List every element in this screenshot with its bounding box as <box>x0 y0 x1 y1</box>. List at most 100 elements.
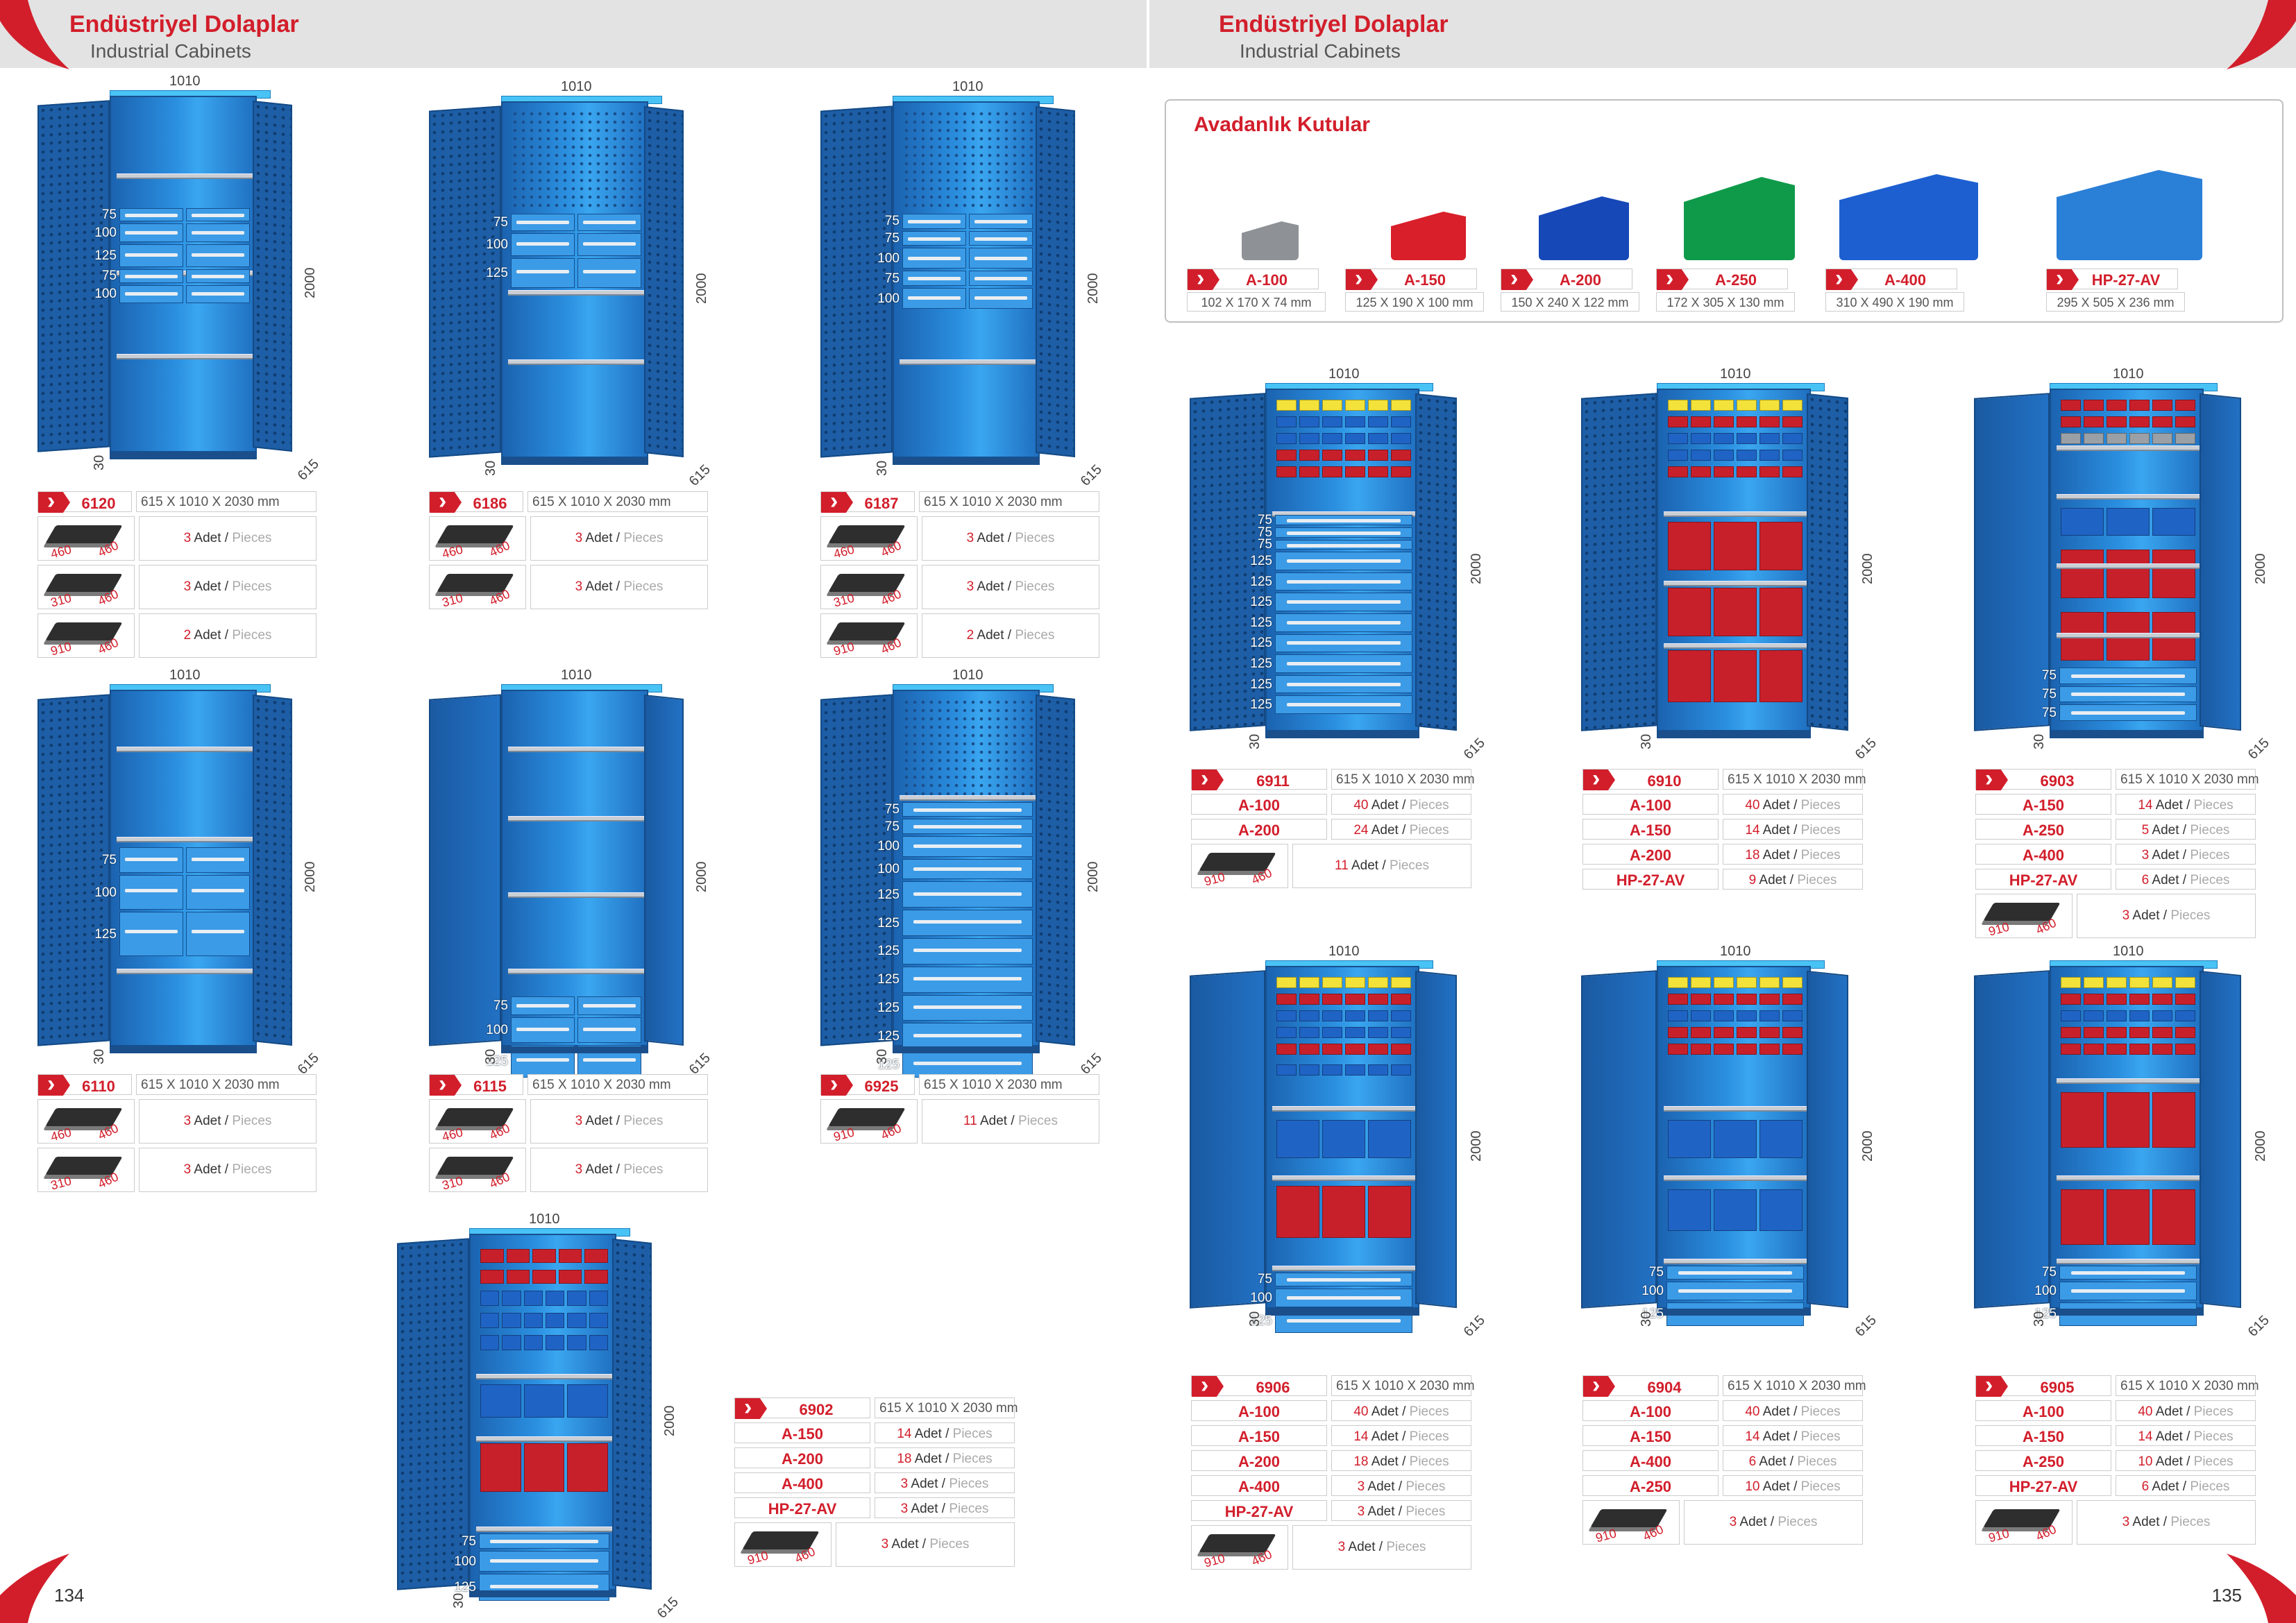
bin <box>1345 433 1365 444</box>
cabinet-body <box>110 96 257 452</box>
cabinet-body <box>469 1234 616 1601</box>
quantity-number: 3 <box>575 1114 583 1128</box>
quantity-number: 3 <box>966 531 974 545</box>
quantity-number: 14 <box>1745 1429 1760 1444</box>
item-name: HP-27-AV <box>1975 1475 2111 1496</box>
model-size: 615 X 1010 X 2030 mm <box>919 491 1099 512</box>
drawer-height-label: 75 <box>2041 1265 2057 1280</box>
cabinet-body <box>501 690 648 1078</box>
cabinet-shelf <box>117 969 253 974</box>
cabinet-drawer <box>902 835 1033 857</box>
mat-dimension-a: 910 <box>1202 869 1226 889</box>
foot-dimension: 30 <box>483 460 498 476</box>
bin <box>1714 400 1734 411</box>
foot-dimension: 30 <box>2032 1311 2047 1327</box>
item-name: HP-27-AV <box>734 1497 870 1518</box>
chevron-right-icon <box>1192 1376 1224 1397</box>
mat-dimension-a: 910 <box>832 639 856 658</box>
bin <box>1759 1189 1803 1231</box>
bin <box>2084 994 2104 1005</box>
quantity-unit-tr: Adet <box>1368 1429 1399 1444</box>
width-dimension: 1010 <box>1720 366 1751 382</box>
cabinet-drawer <box>902 802 1033 817</box>
bin <box>1299 400 1319 411</box>
cabinet-base <box>469 1590 616 1597</box>
quantity: 11 Adet / Pieces <box>922 1099 1099 1144</box>
quantity-number: 3 <box>575 1162 583 1177</box>
quantity-number: 3 <box>881 1537 889 1552</box>
bin <box>2107 1092 2150 1148</box>
cabinet-shelf <box>1272 1106 1415 1112</box>
bin-icon <box>2057 170 2202 260</box>
quantity-number: 14 <box>2138 1429 2153 1444</box>
chevron-right-icon <box>430 492 462 513</box>
quantity-unit-en: Pieces <box>1015 628 1055 643</box>
bin <box>1391 977 1411 988</box>
drawer-height-label: 75 <box>1257 537 1272 552</box>
pegboard <box>902 110 1033 210</box>
cabinet-body <box>1265 389 1419 731</box>
bin <box>1322 994 1342 1005</box>
bin <box>1391 1044 1411 1055</box>
bin <box>1276 400 1297 411</box>
cabinet-drawer <box>511 1017 575 1043</box>
cabinet-shelf <box>117 747 253 752</box>
bin <box>1737 994 1757 1005</box>
bin <box>1668 466 1688 477</box>
depth-dimension: 615 <box>294 456 322 484</box>
bin <box>1299 994 1319 1005</box>
quantity-unit-en: Pieces <box>623 579 664 594</box>
quantity: 3 Adet / Pieces <box>875 1472 1015 1493</box>
chevron-right-icon <box>1192 770 1224 790</box>
chevron-right-icon <box>735 1398 767 1419</box>
drawer-height-label: 75 <box>1648 1265 1664 1280</box>
drawer-height-label: 75 <box>101 207 117 223</box>
bin <box>2129 1010 2150 1021</box>
drawer-height-label: 125 <box>877 1057 900 1072</box>
drawer-height-label: 75 <box>884 214 900 229</box>
chevron-right-icon <box>1501 269 1533 290</box>
cabinet-drawer <box>511 232 575 257</box>
cabinet-shelf <box>1664 1175 1807 1181</box>
cabinet-drawer <box>577 1017 641 1043</box>
header-right: Endüstriyel Dolaplar Industrial Cabinets <box>1149 0 2296 68</box>
quantity-slash: / <box>1398 798 1410 813</box>
drawer-height-label: 100 <box>94 885 117 900</box>
quantity-unit-en: Pieces <box>1389 858 1429 873</box>
mat-dimension-a: 910 <box>1986 1526 2011 1545</box>
quantity-unit-en: Pieces <box>2193 1404 2234 1419</box>
model-code: 6115 <box>429 1074 523 1096</box>
quantity: 6 Adet / Pieces <box>2116 1475 2256 1496</box>
bin <box>2107 1044 2127 1055</box>
quantity-slash: / <box>1789 1479 1801 1494</box>
mat-dimension-a: 460 <box>440 1125 464 1144</box>
quantity-unit-tr: Adet <box>1756 873 1787 887</box>
cabinet-door-left <box>37 694 110 1046</box>
quantity: 24 Adet / Pieces <box>1331 819 1471 840</box>
quantity-unit-tr: Adet <box>1368 1454 1399 1469</box>
quantity-unit-tr: Adet <box>2129 908 2160 923</box>
quantity-number: 10 <box>1745 1479 1760 1494</box>
cabinet-drawer <box>969 214 1033 229</box>
cabinet-shelf <box>2057 494 2200 500</box>
quantity: 10 Adet / Pieces <box>2116 1450 2256 1471</box>
bin <box>1714 994 1734 1005</box>
cabinet-body <box>110 690 257 1046</box>
tool-box-size: 150 X 240 X 122 mm <box>1501 292 1639 312</box>
cabinet-door-left <box>429 694 501 1046</box>
bin <box>546 1291 565 1306</box>
bin <box>2129 977 2150 988</box>
cabinet-drawer <box>2059 668 2197 684</box>
bin <box>1782 450 1803 461</box>
model-size: 615 X 1010 X 2030 mm <box>1331 1375 1475 1396</box>
bin-icon <box>1391 212 1466 260</box>
